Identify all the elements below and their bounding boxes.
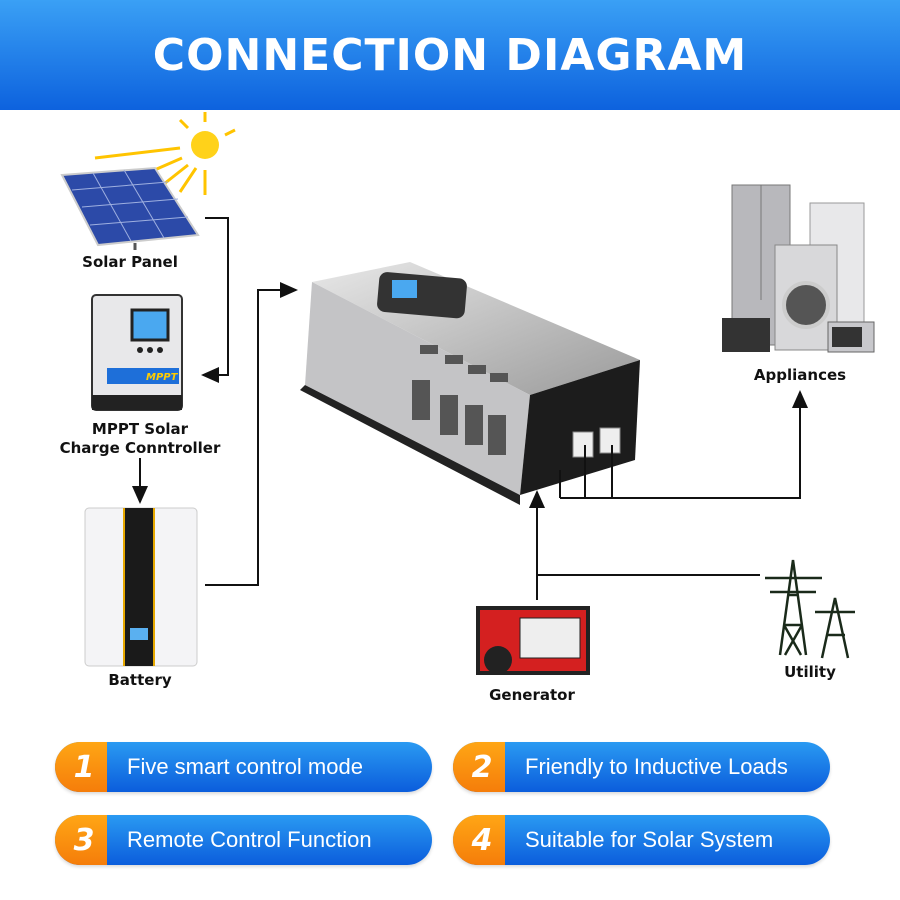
- appliances-label: Appliances: [753, 366, 847, 384]
- battery-label: Battery: [108, 671, 172, 689]
- feature-label: Friendly to Inductive Loads: [525, 754, 788, 779]
- mppt-controller-icon: MPPT: [91, 294, 183, 411]
- feature-number: 1: [55, 742, 107, 792]
- controller-label: MPPT Solar Charge Conntroller: [50, 420, 230, 458]
- feature-label: Five smart control mode: [127, 754, 363, 779]
- controller-label-line2: Charge Conntroller: [59, 439, 221, 457]
- battery-icon: [84, 507, 198, 667]
- solar-panel-icon: [60, 166, 200, 250]
- feature-number: 3: [55, 815, 107, 865]
- generator-label: Generator: [489, 686, 575, 704]
- utility-tower-icon: [765, 559, 855, 659]
- feature-pill-1: 1 Five smart control mode: [55, 742, 432, 792]
- svg-text:MPPT: MPPT: [146, 372, 179, 383]
- header-banner: CONNECTION DIAGRAM: [0, 0, 900, 110]
- feature-number: 4: [453, 815, 505, 865]
- appliances-icon: [722, 184, 875, 353]
- feature-label: Remote Control Function: [127, 827, 372, 852]
- solar-panel-label: Solar Panel: [82, 253, 178, 271]
- feature-pill-4: 4 Suitable for Solar System: [453, 815, 830, 865]
- feature-pill-2: 2 Friendly to Inductive Loads: [453, 742, 830, 792]
- feature-pill-3: 3 Remote Control Function: [55, 815, 432, 865]
- page-title: CONNECTION DIAGRAM: [152, 29, 748, 81]
- inverter-icon: [300, 262, 640, 505]
- feature-number: 2: [453, 742, 505, 792]
- connection-lines: [132, 217, 808, 600]
- utility-label: Utility: [784, 663, 836, 681]
- controller-label-line1: MPPT Solar: [91, 420, 189, 438]
- generator-icon: [476, 606, 590, 675]
- feature-label: Suitable for Solar System: [525, 827, 774, 852]
